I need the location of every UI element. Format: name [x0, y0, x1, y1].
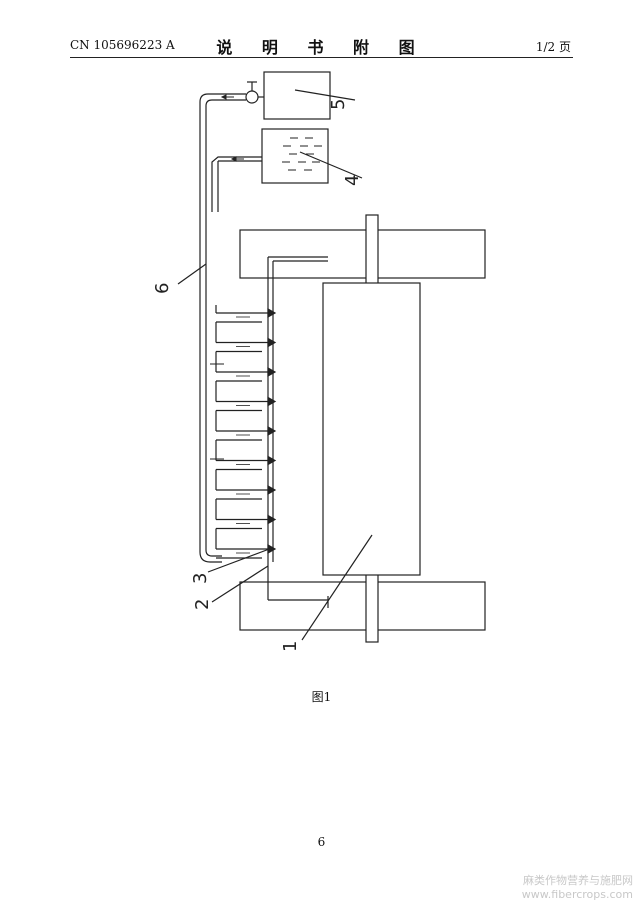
leader-line-2 — [211, 565, 269, 603]
label-1: 1 — [280, 641, 301, 652]
leader-line-6 — [177, 263, 207, 285]
leader-line-3 — [207, 547, 273, 573]
label-2: 2 — [192, 599, 213, 610]
label-5: 5 — [328, 99, 349, 110]
drum-body — [322, 282, 421, 576]
valve — [245, 90, 259, 104]
page-title: 说 明 书 附 图 — [216, 38, 427, 57]
flow-arrows — [210, 94, 244, 460]
secondary-supply-pipe — [211, 156, 262, 212]
nozzle-group — [215, 305, 277, 559]
leader-line-4 — [299, 151, 363, 179]
leader-line-5 — [294, 89, 356, 101]
figure-caption: 图1 — [311, 690, 332, 704]
tank-4 — [261, 128, 329, 184]
bottom-frame-rail — [239, 581, 486, 631]
watermark-cn: 麻类作物营养与施肥网 — [523, 874, 633, 887]
page-number: 6 — [317, 835, 326, 849]
nozzle-tip — [267, 455, 277, 466]
nozzle-tip — [267, 396, 277, 407]
nozzle-tip — [267, 307, 277, 319]
nozzle-tip — [267, 366, 277, 378]
header-rule — [70, 57, 573, 58]
watermark-url: www.fibercrops.com — [521, 888, 633, 901]
publication-number: CN 105696223 A — [70, 38, 175, 52]
label-6: 6 — [152, 283, 173, 294]
leader-line-1 — [301, 534, 373, 641]
tank-4-liquid — [282, 137, 322, 171]
page-indicator: 1/2 页 — [535, 40, 571, 54]
main-supply-pipe — [199, 93, 246, 563]
nozzle-tip — [267, 514, 277, 525]
nozzle-tip — [267, 337, 277, 348]
top-frame-rail — [239, 229, 486, 279]
tank-5 — [263, 71, 331, 120]
nozzle-tip — [267, 425, 277, 437]
label-4: 4 — [342, 175, 363, 186]
label-3: 3 — [190, 573, 211, 584]
watermark: 麻类作物营养与施肥网 www.fibercrops.com — [522, 874, 633, 902]
main-supply-pipe-inner — [205, 99, 246, 557]
nozzle-tip — [267, 484, 277, 496]
